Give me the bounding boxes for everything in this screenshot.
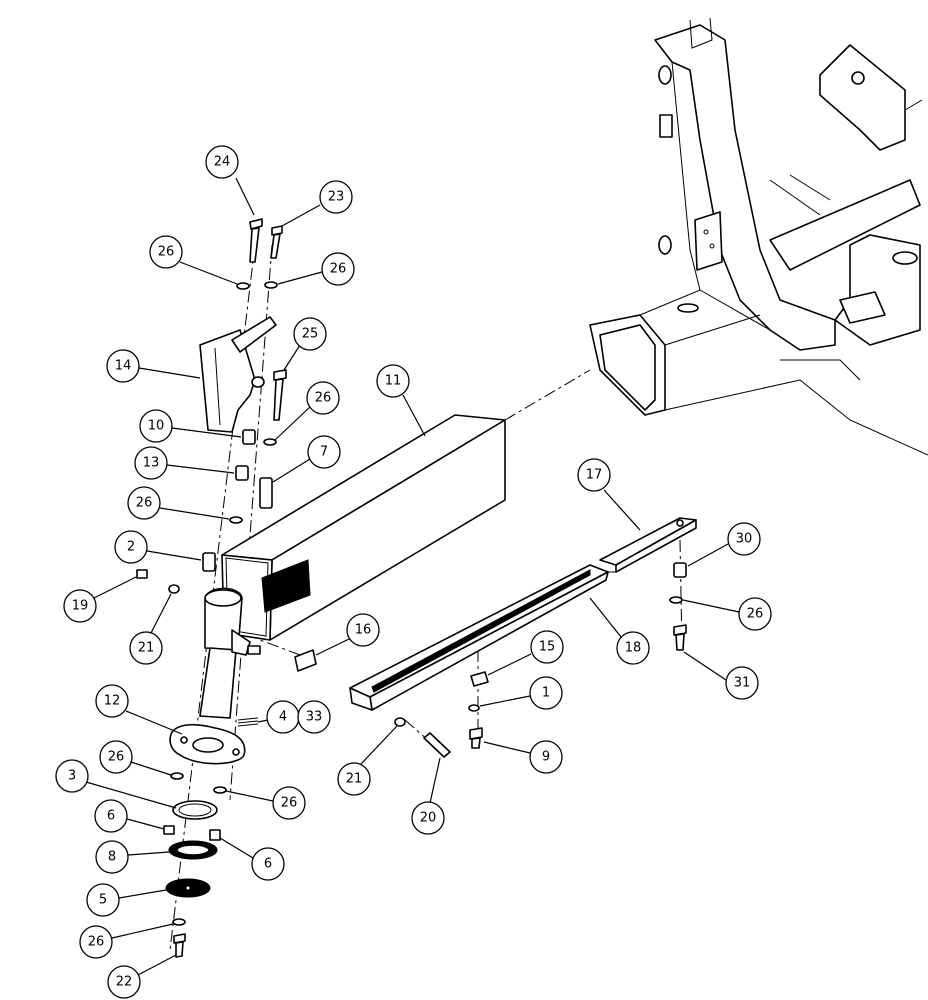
- balloon-5-label: 5: [99, 893, 107, 908]
- balloon-15: 15: [487, 630, 564, 676]
- balloon-26g: 26: [225, 786, 306, 820]
- balloon-18: 18: [589, 597, 650, 665]
- balloon-23: 23: [281, 180, 353, 227]
- balloon-6a: 6: [94, 799, 165, 833]
- flange-assembly: [163, 723, 246, 958]
- balloon-5: 5: [86, 883, 167, 917]
- balloon-13: 13: [134, 446, 235, 480]
- balloon-13-label: 13: [143, 456, 160, 471]
- balloon-6b-label: 6: [264, 857, 272, 872]
- balloon-26f-label: 26: [108, 750, 125, 765]
- balloon-8-label: 8: [108, 850, 116, 865]
- balloon-9: 9: [483, 740, 563, 774]
- balloon-26f: 26: [99, 740, 172, 776]
- balloon-20: 20: [411, 757, 445, 835]
- balloon-8: 8: [95, 840, 170, 874]
- balloon-26c: 26: [274, 381, 340, 441]
- balloon-26c-label: 26: [315, 391, 332, 406]
- balloon-30-label: 30: [736, 532, 753, 547]
- balloon-30: 30: [687, 522, 761, 567]
- balloon-2-label: 2: [127, 540, 135, 555]
- balloon-26e: 26: [682, 597, 772, 631]
- tractor-frame: [589, 17, 928, 456]
- balloon-21b-label: 21: [346, 772, 363, 787]
- balloon-6b: 6: [219, 837, 285, 881]
- balloon-16: 16: [315, 613, 380, 656]
- balloon-1-label: 1: [542, 686, 550, 701]
- balloon-22-label: 22: [116, 975, 133, 990]
- balloon-12: 12: [95, 684, 183, 735]
- balloon-31-label: 31: [734, 676, 751, 691]
- balloon-21b: 21: [337, 725, 398, 796]
- balloon-26d: 26: [127, 486, 230, 520]
- balloon-17-label: 17: [586, 468, 603, 483]
- balloon-17: 17: [577, 458, 641, 531]
- balloon-11: 11: [376, 364, 426, 437]
- main-beam: [221, 414, 506, 641]
- balloon-26d-label: 26: [136, 496, 153, 511]
- balloon-33-label: 33: [306, 710, 323, 725]
- spindle: [199, 587, 261, 719]
- right-hardware: [394, 562, 687, 758]
- balloon-7-label: 7: [320, 445, 328, 460]
- balloon-16-label: 16: [355, 623, 372, 638]
- balloon-20-label: 20: [420, 811, 437, 826]
- balloon-12-label: 12: [104, 694, 121, 709]
- balloon-23-label: 23: [328, 190, 345, 205]
- balloon-33: 33: [297, 700, 331, 734]
- balloon-25-label: 25: [302, 327, 319, 342]
- balloon-21a-label: 21: [138, 641, 155, 656]
- telescopic-arm: [349, 517, 697, 711]
- small-hardware: [136, 218, 317, 727]
- balloon-15-label: 15: [539, 640, 556, 655]
- balloon-18-label: 18: [625, 641, 642, 656]
- balloon-26e-label: 26: [747, 607, 764, 622]
- balloon-26a-label: 26: [158, 245, 175, 260]
- balloon-3-label: 3: [68, 769, 76, 784]
- balloon-14: 14: [106, 349, 201, 383]
- balloon-7: 7: [272, 435, 341, 483]
- balloon-26a: 26: [149, 235, 238, 285]
- balloon-22: 22: [107, 954, 177, 999]
- balloon-25: 25: [283, 317, 327, 371]
- balloon-4-label: 4: [279, 710, 287, 725]
- balloon-26b-label: 26: [330, 262, 347, 277]
- balloon-2: 2: [114, 530, 202, 564]
- balloon-26h-label: 26: [88, 935, 105, 950]
- balloon-10-label: 10: [148, 419, 165, 434]
- balloon-4: 4: [257, 700, 300, 734]
- balloon-10: 10: [139, 409, 242, 443]
- balloon-19: 19: [63, 576, 137, 623]
- balloon-31: 31: [683, 651, 759, 700]
- balloon-1: 1: [479, 676, 563, 710]
- balloon-19-label: 19: [72, 599, 89, 614]
- balloon-26g-label: 26: [281, 796, 298, 811]
- balloon-14-label: 14: [115, 359, 132, 374]
- pivot-bracket: [199, 316, 277, 433]
- balloon-6a-label: 6: [107, 809, 115, 824]
- balloon-24: 24: [205, 145, 255, 216]
- balloon-24-label: 24: [214, 155, 231, 170]
- balloon-21a: 21: [129, 593, 172, 665]
- balloon-26h: 26: [79, 923, 174, 959]
- balloon-9-label: 9: [542, 750, 550, 765]
- balloon-11-label: 11: [385, 374, 402, 389]
- balloon-26b: 26: [277, 252, 355, 286]
- balloon-3: 3: [55, 759, 177, 809]
